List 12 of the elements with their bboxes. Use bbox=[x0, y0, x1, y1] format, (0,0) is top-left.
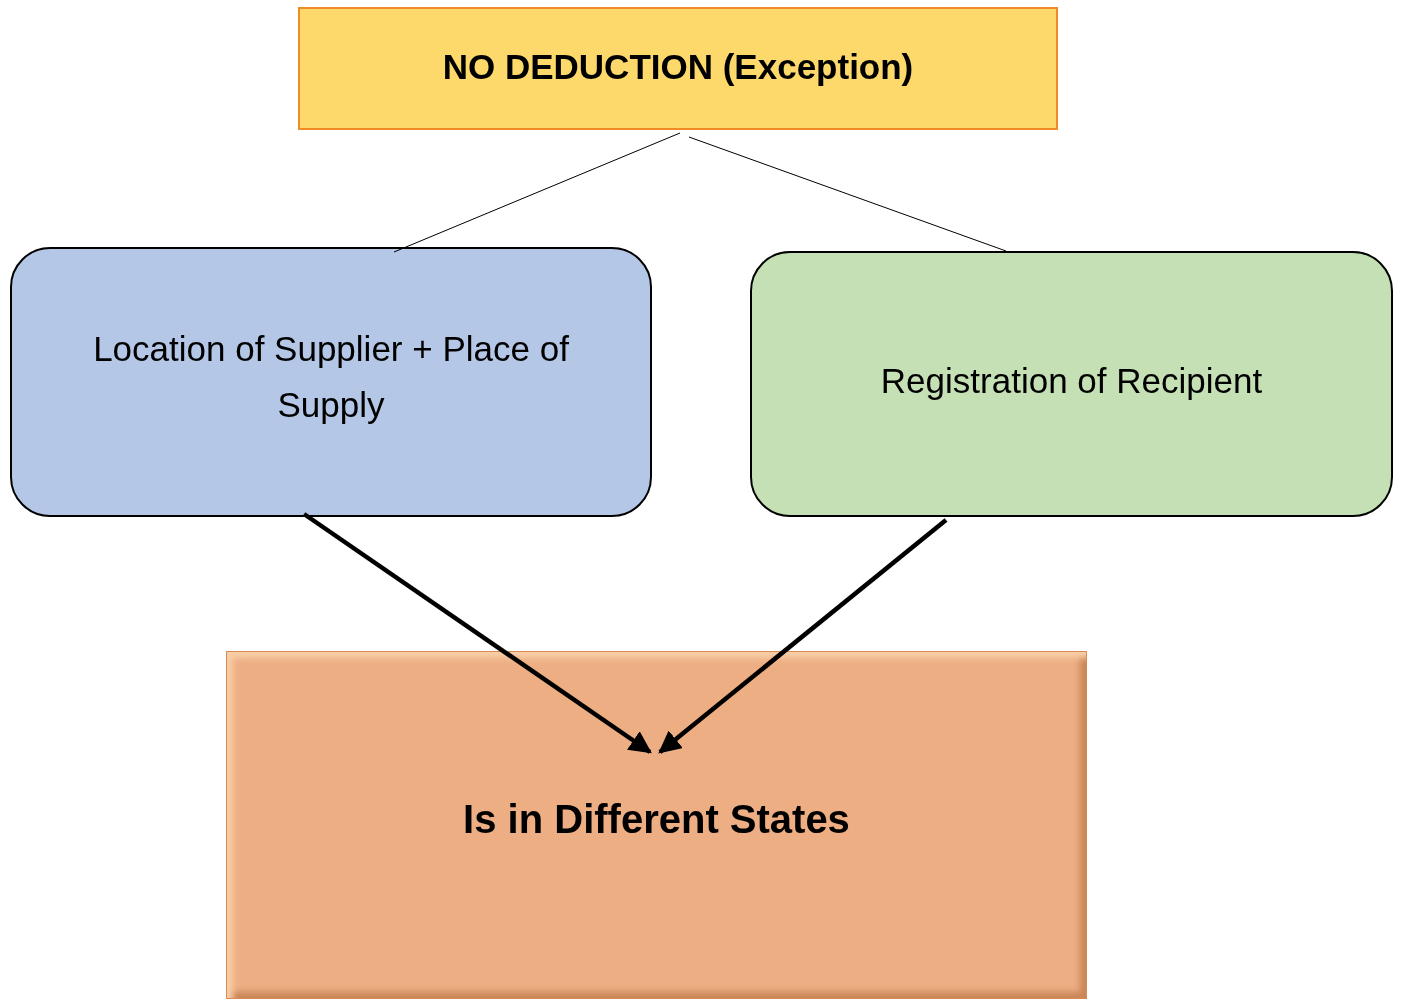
heading-text: Is in Different States bbox=[463, 796, 850, 843]
box-text: Registration of Recipient bbox=[880, 360, 1263, 402]
arrow bbox=[302, 512, 652, 754]
heading-text: NO DEDUCTION (Exception) bbox=[442, 46, 914, 88]
connector-line bbox=[688, 136, 1007, 252]
process-box bbox=[750, 251, 1393, 517]
title-box bbox=[298, 7, 1058, 130]
result-box bbox=[226, 651, 1087, 999]
connector-line bbox=[393, 132, 681, 253]
box-text: Location of Supplier + Place of Supply bbox=[92, 328, 570, 426]
arrow bbox=[658, 518, 948, 754]
process-box bbox=[10, 247, 652, 517]
